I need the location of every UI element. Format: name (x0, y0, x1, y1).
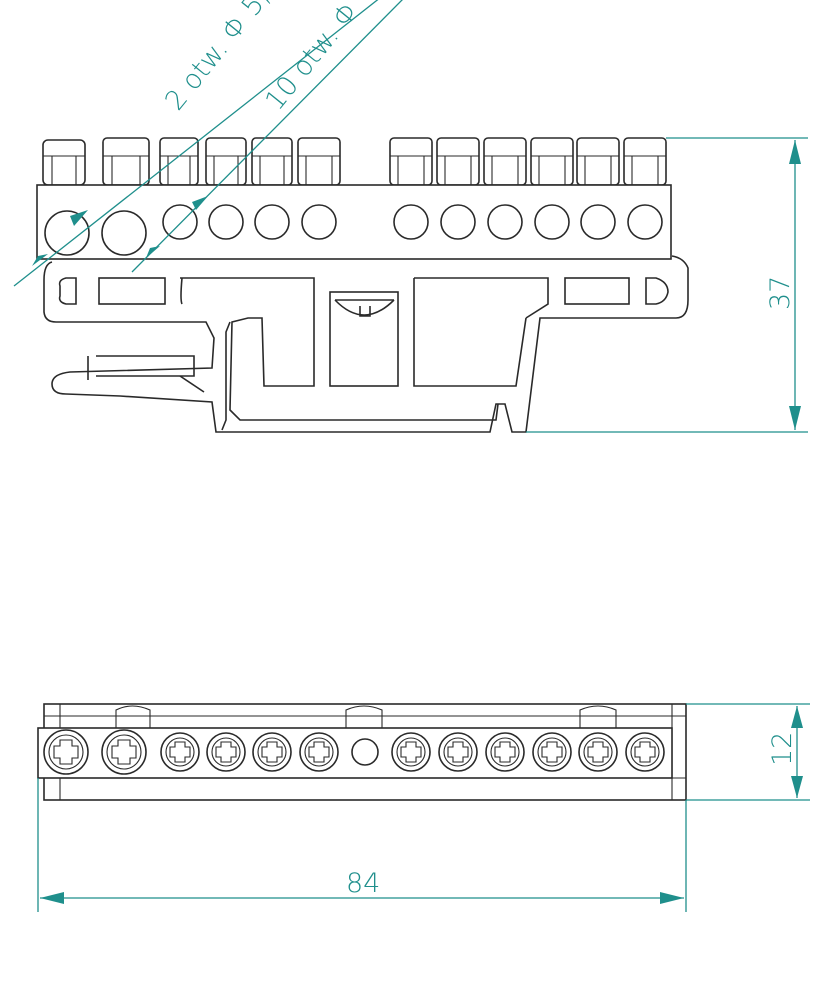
small-hole (208, 204, 244, 240)
small-hole (254, 204, 290, 240)
small-hole (627, 204, 663, 240)
top-dimensions: 12 84 (37, 703, 810, 912)
screw (532, 732, 572, 772)
arrowhead (791, 706, 803, 728)
screw (625, 732, 665, 772)
screw (43, 729, 89, 775)
screw (160, 732, 200, 772)
screw-head (576, 137, 620, 186)
small-hole (301, 204, 337, 240)
screw (391, 732, 431, 772)
arrowhead (192, 196, 208, 210)
screw (438, 732, 478, 772)
screw (206, 732, 246, 772)
arrowhead (789, 140, 801, 164)
callout-small-holes: 10 otw. Φ 4, (259, 0, 387, 116)
callout-large-holes: 2 otw. Φ 5, (159, 0, 276, 116)
arrowhead (660, 892, 684, 904)
screw-head (251, 137, 293, 186)
large-hole-leader (13, 0, 379, 287)
screw (252, 732, 292, 772)
arrowhead (40, 892, 64, 904)
arrowhead (32, 254, 48, 266)
small-hole (162, 204, 198, 240)
small-hole (580, 204, 616, 240)
small-hole (440, 204, 476, 240)
screw (578, 732, 618, 772)
screw (101, 729, 147, 775)
hole-row (44, 204, 663, 256)
screw-head (389, 137, 433, 186)
large-hole (44, 210, 90, 256)
screw-head (530, 137, 574, 186)
screw-head (483, 137, 527, 186)
screw (299, 732, 339, 772)
screw-head (42, 139, 86, 186)
screw-row (43, 729, 665, 775)
top-view (37, 703, 687, 801)
center-mount-hole (351, 738, 379, 766)
arrowhead (146, 246, 160, 258)
small-hole (487, 204, 523, 240)
front-view (36, 137, 689, 433)
screw-heads-row (42, 137, 667, 186)
screw-head (436, 137, 480, 186)
small-hole (393, 204, 429, 240)
arrowhead (791, 776, 803, 798)
screw-head (623, 137, 667, 186)
height-dimension-label: 37 (765, 276, 796, 310)
small-hole (534, 204, 570, 240)
length-dimension-label: 84 (346, 868, 380, 899)
large-hole (101, 210, 147, 256)
depth-dimension-label: 12 (767, 732, 798, 766)
arrowhead (70, 210, 88, 226)
arrowhead (789, 406, 801, 430)
small-hole-leader (131, 0, 403, 273)
screw-head (297, 137, 341, 186)
screw (485, 732, 525, 772)
screw-head (102, 137, 150, 186)
mounting-base (43, 255, 689, 433)
